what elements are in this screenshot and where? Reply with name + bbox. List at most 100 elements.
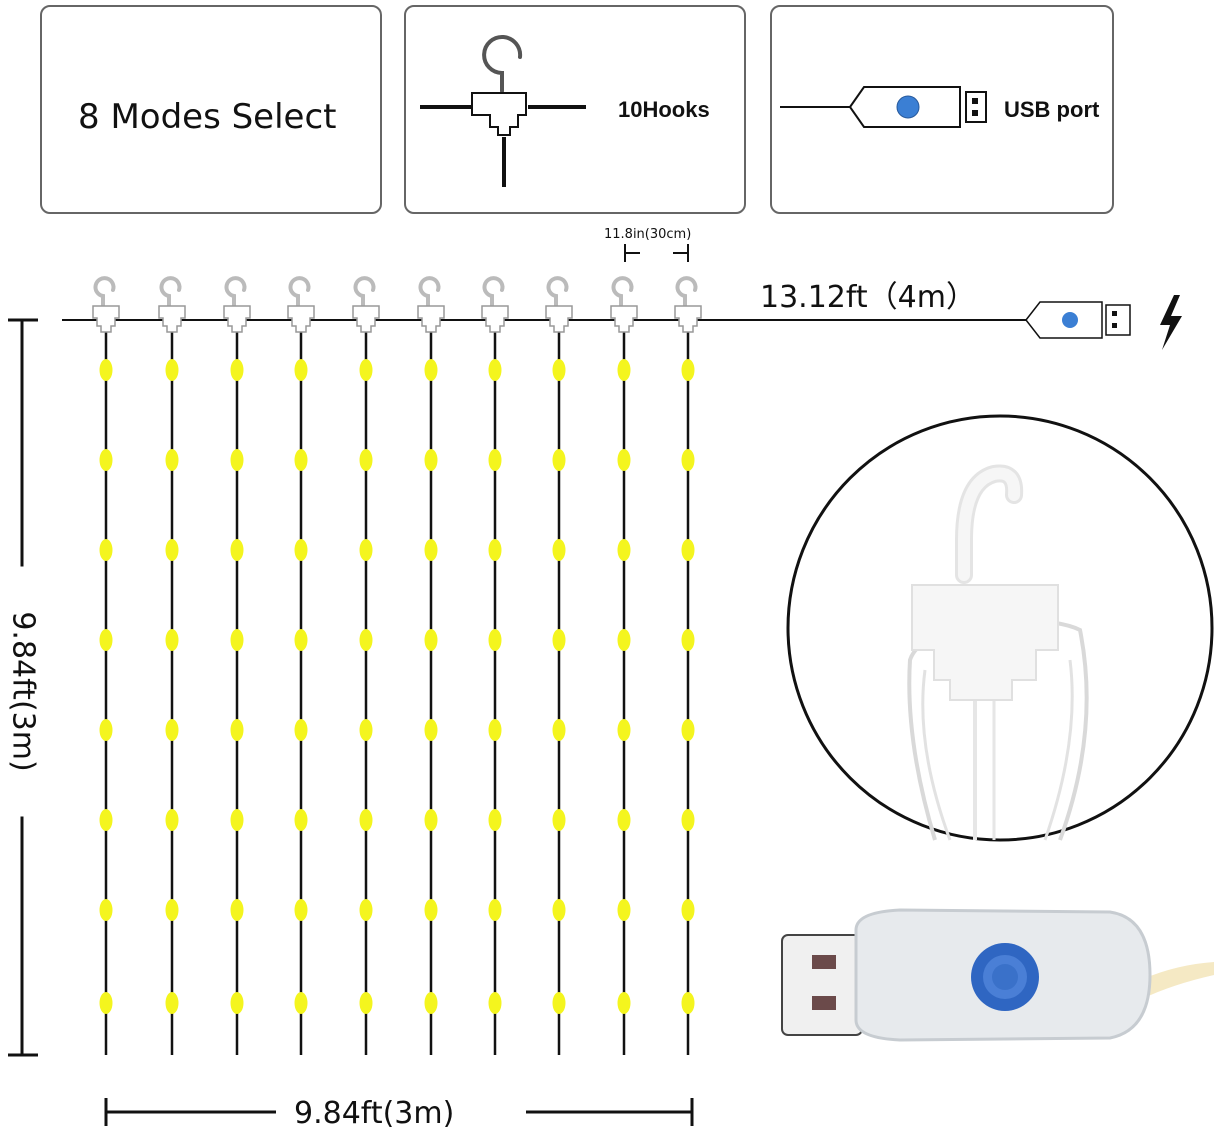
usb-panel: USB port	[770, 5, 1114, 214]
bulb-icon	[617, 449, 631, 471]
lead-cable-label: 13.12ft（4m）	[760, 280, 976, 315]
bulb-icon	[359, 359, 373, 381]
bulb-icon	[552, 539, 566, 561]
hooks-label: 10Hooks	[618, 97, 710, 122]
hook-icon	[92, 276, 120, 333]
bulb-icon	[165, 629, 179, 651]
controller-photo	[781, 908, 1214, 1042]
bulb-icon	[359, 629, 373, 651]
bulb-icon	[617, 359, 631, 381]
bulb-icon	[424, 449, 438, 471]
bulb-icon	[359, 992, 373, 1014]
bulb-icon	[424, 809, 438, 831]
bulb-icon	[99, 539, 113, 561]
light-strand	[287, 276, 315, 1055]
hook-icon	[417, 276, 445, 333]
hook-closeup	[786, 414, 1214, 842]
light-strand	[223, 276, 251, 1055]
bulb-icon	[230, 629, 244, 651]
bulb-icon	[488, 899, 502, 921]
bulb-icon	[165, 809, 179, 831]
hooks-panel: 10Hooks	[404, 5, 746, 214]
bulb-icon	[294, 539, 308, 561]
height-label: 9.84ft(3m)	[5, 566, 41, 817]
light-strand	[481, 276, 509, 1055]
bulb-icon	[99, 359, 113, 381]
hook-icon	[481, 276, 509, 333]
lightning-icon	[1160, 295, 1182, 350]
bulb-icon	[488, 449, 502, 471]
bulb-icon	[230, 992, 244, 1014]
bulb-icon	[99, 629, 113, 651]
hook-icon	[223, 276, 251, 333]
modes-panel: 8 Modes Select	[40, 5, 382, 214]
bulb-icon	[294, 719, 308, 741]
bulb-icon	[165, 539, 179, 561]
light-strand	[92, 276, 120, 1055]
bulb-icon	[230, 719, 244, 741]
bulb-icon	[552, 809, 566, 831]
bulb-icon	[424, 359, 438, 381]
bulb-icon	[617, 539, 631, 561]
bulb-icon	[165, 449, 179, 471]
light-strand	[545, 276, 573, 1055]
bulb-icon	[617, 629, 631, 651]
bulb-icon	[359, 449, 373, 471]
bulb-icon	[230, 539, 244, 561]
modes-label: 8 Modes Select	[78, 97, 337, 137]
bulb-icon	[617, 899, 631, 921]
bulb-icon	[99, 899, 113, 921]
bulb-icon	[488, 992, 502, 1014]
bulb-icon	[552, 992, 566, 1014]
bulb-icon	[424, 629, 438, 651]
bulb-icon	[681, 719, 695, 741]
width-label: 9.84ft(3m)	[294, 1096, 455, 1131]
bulb-icon	[617, 992, 631, 1014]
bulb-icon	[230, 809, 244, 831]
hook-icon	[610, 276, 638, 333]
bulb-icon	[99, 449, 113, 471]
hook-icon	[545, 276, 573, 333]
bulb-icon	[230, 449, 244, 471]
bulb-icon	[681, 899, 695, 921]
bulb-icon	[488, 809, 502, 831]
bulb-icon	[552, 719, 566, 741]
hook-icon	[158, 276, 186, 333]
bulb-icon	[359, 809, 373, 831]
bulb-icon	[681, 809, 695, 831]
bulb-icon	[488, 719, 502, 741]
bulb-icon	[165, 719, 179, 741]
hook-icon	[287, 276, 315, 333]
bulb-icon	[99, 809, 113, 831]
bulb-icon	[230, 899, 244, 921]
light-strand	[158, 276, 186, 1055]
light-strands	[92, 276, 702, 1055]
bulb-icon	[99, 719, 113, 741]
bulb-icon	[294, 359, 308, 381]
bulb-icon	[165, 992, 179, 1014]
bulb-icon	[294, 629, 308, 651]
bulb-icon	[681, 629, 695, 651]
usb-plug-icon	[780, 86, 987, 128]
light-strand	[417, 276, 445, 1055]
bulb-icon	[359, 899, 373, 921]
bulb-icon	[359, 719, 373, 741]
hook-icon	[352, 276, 380, 333]
bulb-icon	[552, 449, 566, 471]
light-strand	[352, 276, 380, 1055]
hook-icon	[674, 276, 702, 333]
bulb-icon	[165, 899, 179, 921]
bulb-icon	[424, 992, 438, 1014]
spacing-label: 11.8in(30cm)	[604, 227, 692, 242]
bulb-icon	[552, 629, 566, 651]
hook-icon	[420, 35, 586, 187]
bulb-icon	[488, 539, 502, 561]
bulb-icon	[99, 992, 113, 1014]
bulb-icon	[681, 539, 695, 561]
bulb-icon	[230, 359, 244, 381]
bulb-icon	[617, 719, 631, 741]
bulb-icon	[681, 359, 695, 381]
light-strand	[674, 276, 702, 1055]
bulb-icon	[681, 992, 695, 1014]
